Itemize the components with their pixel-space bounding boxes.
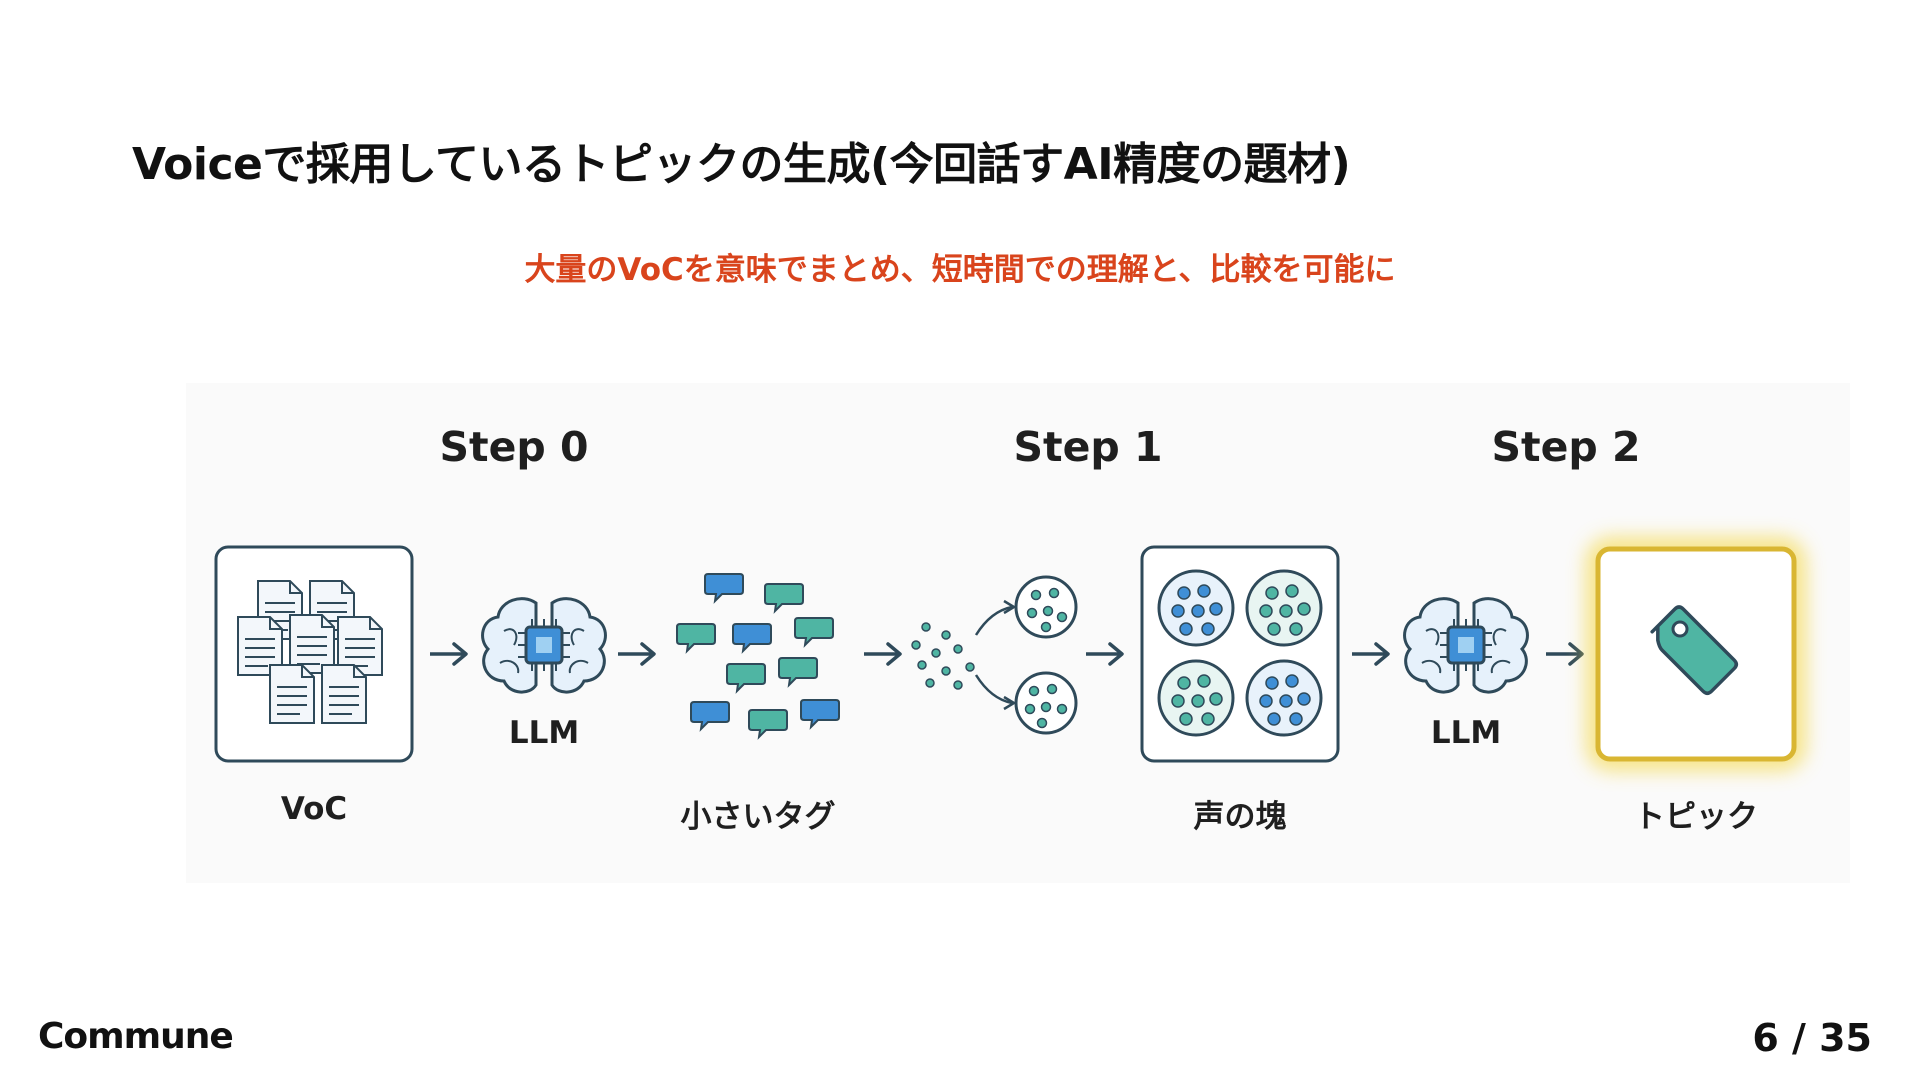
voice-cluster-icon	[1157, 569, 1235, 647]
llm-brain-icon	[1403, 597, 1529, 694]
topic-generation-diagram: Step 0 Step 1 Step 2 LLM LLM VoC 小さいタグ 声…	[186, 383, 1850, 883]
voice-cluster-icon	[1157, 659, 1235, 737]
llm-label: LLM	[508, 715, 580, 751]
step-1-label: Step 1	[1013, 423, 1163, 471]
topic-label: トピック	[1634, 799, 1758, 835]
arrow-icon	[1350, 642, 1390, 666]
arrow-icon	[862, 642, 902, 666]
split-arrow-up	[974, 605, 1013, 636]
arrow-icon	[428, 642, 468, 666]
arrow-icon	[616, 642, 656, 666]
page-number: 6 / 35	[1752, 1016, 1872, 1060]
slide-subtitle: 大量のVoCを意味でまとめ、短時間での理解と、比較を可能に	[524, 252, 1396, 288]
diagram-graphics	[214, 538, 1805, 770]
clustering-icon	[911, 622, 975, 690]
voc-label: VoC	[280, 791, 348, 827]
step-0-label: Step 0	[439, 423, 589, 471]
split-arrow-down	[974, 674, 1013, 705]
voice-clusters-label: 声の塊	[1193, 799, 1287, 835]
llm-brain-icon	[481, 597, 607, 694]
voice-cluster-icon	[1245, 659, 1323, 737]
cluster-circle-icon	[1014, 575, 1078, 639]
voice-cluster-icon	[1245, 569, 1323, 647]
step-2-label: Step 2	[1491, 423, 1641, 471]
small-tags-label: 小さいタグ	[680, 799, 836, 835]
slide-title: Voiceで採用しているトピックの生成(今回話すAI精度の題材)	[132, 139, 1351, 190]
arrow-icon	[1544, 642, 1584, 666]
llm-label: LLM	[1430, 715, 1502, 751]
brand-logo: Commune	[38, 1016, 234, 1057]
arrow-icon	[1084, 642, 1124, 666]
cluster-circle-icon	[1014, 671, 1078, 735]
chat-bubbles-icon	[676, 573, 840, 738]
